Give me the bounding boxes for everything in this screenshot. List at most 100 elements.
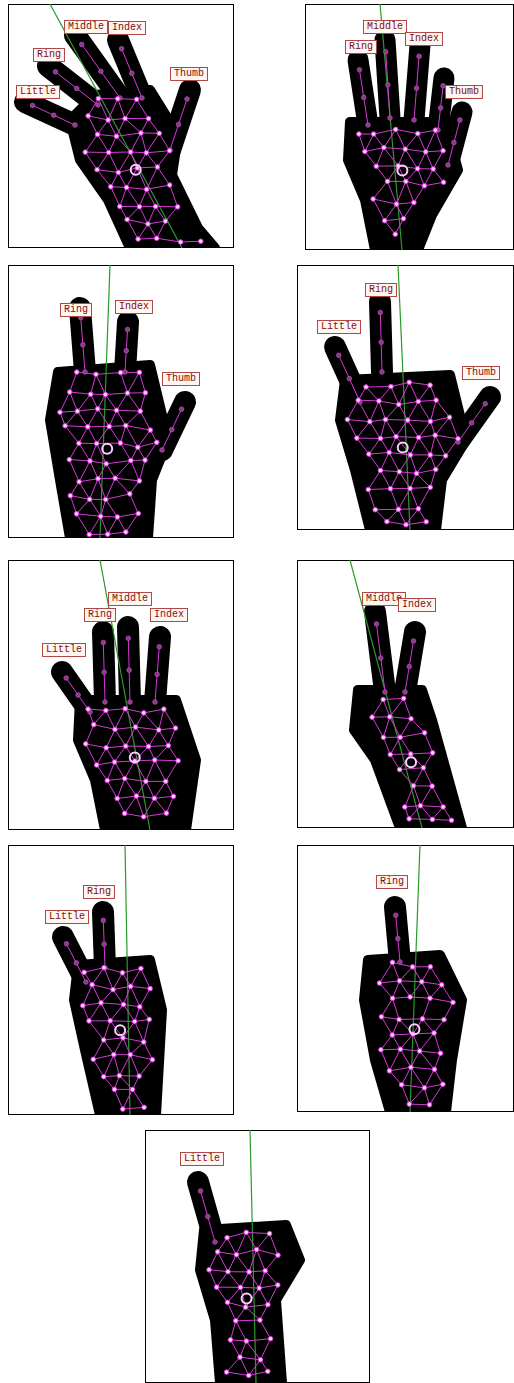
mesh-node	[104, 708, 109, 713]
mesh-edge	[236, 1321, 247, 1341]
mesh-node	[96, 476, 101, 481]
mesh-edge	[249, 1272, 259, 1288]
joint-dot	[417, 54, 422, 59]
joint-dot	[84, 980, 89, 985]
mesh-edge	[408, 420, 419, 437]
hand-panel	[62, 560, 196, 830]
mesh-edge	[228, 1271, 249, 1272]
mesh-node	[86, 707, 91, 712]
mesh-node	[225, 1300, 230, 1305]
joint-dot	[386, 83, 391, 88]
mesh-node	[108, 1018, 113, 1023]
mesh-node	[244, 1230, 249, 1235]
mesh-edge	[424, 1084, 443, 1088]
joint-dot	[411, 639, 416, 644]
mesh-edge	[97, 170, 118, 173]
mesh-edge	[89, 1020, 110, 1021]
mesh-edge	[122, 968, 141, 972]
mesh-node	[449, 818, 454, 823]
mesh-edge	[98, 99, 108, 120]
mesh-node	[122, 811, 127, 816]
mesh-edge	[398, 508, 418, 510]
mesh-node	[88, 392, 93, 397]
mesh-node	[144, 151, 149, 156]
mesh-edge	[366, 386, 391, 387]
finger-label: Ring	[83, 885, 115, 899]
panel-frame	[298, 561, 514, 828]
mesh-edge	[249, 1249, 256, 1271]
mesh-node	[420, 1017, 425, 1022]
mesh-node	[132, 1019, 137, 1024]
mesh-edge	[392, 1034, 413, 1035]
mesh-edge	[419, 421, 431, 437]
mesh-edge	[418, 152, 426, 169]
mesh-edge	[402, 1067, 411, 1085]
mesh-edge	[104, 968, 113, 990]
mesh-node	[139, 131, 144, 136]
mesh-node	[397, 402, 402, 407]
finger-label: Thumb	[445, 85, 483, 99]
finger-silhouette	[375, 612, 385, 692]
mesh-edge	[69, 443, 79, 459]
mesh-node	[123, 744, 128, 749]
mesh-edge	[227, 1238, 236, 1255]
mesh-edge	[147, 167, 158, 189]
mesh-edge	[77, 411, 87, 427]
mesh-edge	[157, 221, 166, 238]
joint-dot	[393, 913, 398, 918]
mesh-node	[226, 1269, 231, 1274]
palm-center	[115, 1025, 125, 1035]
finger-silhouette	[170, 90, 190, 150]
mesh-node	[123, 706, 128, 711]
mesh-node	[422, 731, 427, 736]
mesh-edge	[246, 1339, 270, 1341]
mesh-edge	[413, 768, 423, 786]
mesh-edge	[88, 116, 108, 120]
mesh-edge	[156, 206, 178, 207]
mesh-edge	[347, 420, 356, 439]
mesh-node	[125, 391, 130, 396]
mesh-edge	[444, 1002, 453, 1019]
mesh-edge	[65, 411, 77, 426]
mesh-node	[411, 783, 416, 788]
mesh-node	[424, 519, 429, 524]
mesh-edge	[399, 382, 409, 404]
finger-label: Middle	[64, 20, 108, 34]
mesh-edge	[420, 786, 432, 806]
mesh-node	[77, 480, 82, 485]
mesh-edge	[430, 435, 435, 455]
mesh-edge	[157, 151, 169, 167]
finger-silhouette	[358, 60, 368, 125]
mesh-node	[267, 1231, 272, 1236]
mesh-node	[115, 515, 120, 520]
mesh-node	[415, 131, 420, 136]
mesh-node	[95, 167, 100, 172]
mesh-edge	[105, 393, 127, 394]
finger-label: Little	[317, 320, 361, 334]
mesh-node	[443, 454, 448, 459]
mesh-edge	[430, 400, 436, 421]
mesh-edge	[385, 204, 397, 221]
mesh-node	[141, 1040, 146, 1045]
mesh-node	[385, 519, 390, 524]
mesh-node	[379, 1047, 384, 1052]
mesh-edge	[384, 129, 396, 147]
mesh-edge	[123, 1038, 144, 1042]
finger-silhouette	[405, 632, 415, 692]
joint-dot	[64, 941, 69, 946]
mesh-edge	[123, 1089, 133, 1109]
mesh-edge	[88, 409, 98, 427]
mesh-node	[68, 493, 73, 498]
joint-dot	[374, 622, 379, 627]
mesh-node	[81, 1003, 86, 1008]
mesh-edge	[88, 427, 97, 444]
mesh-edge	[405, 149, 425, 152]
mesh-edge	[88, 426, 109, 427]
mesh-edge	[136, 727, 159, 730]
mesh-edge	[96, 373, 121, 375]
finger-label: Index	[398, 598, 436, 612]
mesh-edge	[144, 1019, 149, 1042]
mesh-edge	[249, 1371, 268, 1375]
mesh-node	[408, 486, 413, 491]
mesh-edge	[115, 709, 125, 730]
